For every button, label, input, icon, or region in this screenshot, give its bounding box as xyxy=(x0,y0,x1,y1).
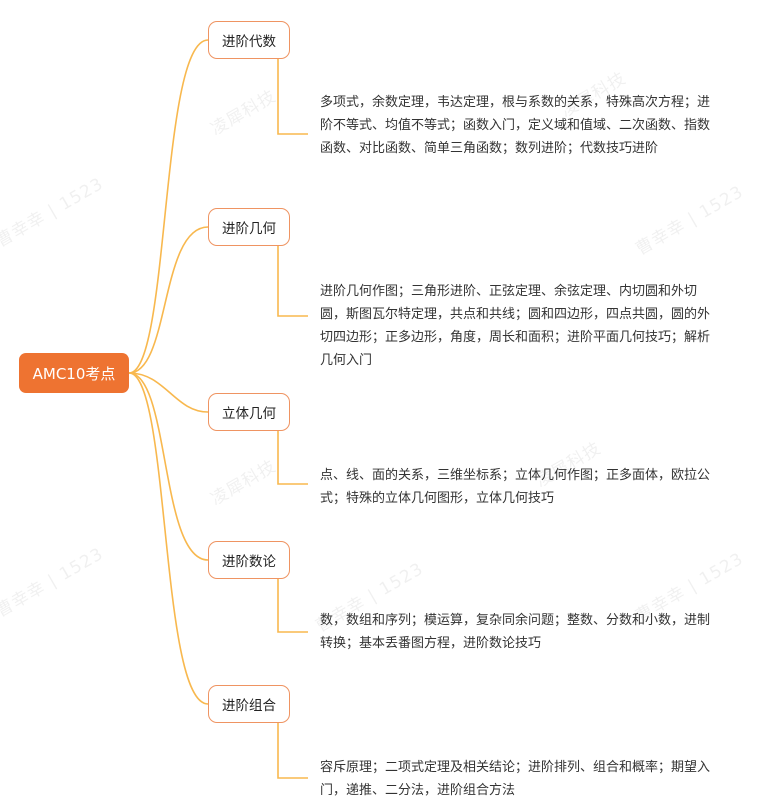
branch-node-geometry[interactable]: 进阶几何 xyxy=(208,208,290,246)
branch-label: 立体几何 xyxy=(222,406,276,422)
watermark-company: 凌犀科技 xyxy=(207,86,280,140)
connector-geometry-detail xyxy=(277,246,308,317)
connector-number-detail xyxy=(277,579,308,633)
branch-node-solid-geometry[interactable]: 立体几何 xyxy=(208,393,290,431)
branch-label: 进阶组合 xyxy=(222,698,276,714)
branch-label: 进阶代数 xyxy=(222,34,276,50)
connector-combinatorics-detail xyxy=(277,723,308,779)
watermark-user: 曹幸幸 | 1523 xyxy=(632,181,748,260)
branch-node-combinatorics[interactable]: 进阶组合 xyxy=(208,685,290,723)
connector-root-solid xyxy=(128,372,209,413)
detail-node-solid-geometry[interactable]: 点、线、面的关系，三维坐标系；立体几何作图；正多面体，欧拉公式；特殊的立体几何图… xyxy=(320,468,711,506)
connector-root-combinatorics xyxy=(128,372,209,705)
branch-label: 进阶数论 xyxy=(222,554,276,570)
branch-label: 进阶几何 xyxy=(222,221,276,237)
watermark-user: 曹幸幸 | 1523 xyxy=(0,543,108,622)
detail-node-geometry[interactable]: 进阶几何作图；三角形进阶、正弦定理、余弦定理、内切圆和外切圆，斯图瓦尔特定理，共… xyxy=(320,284,711,368)
connector-root-geometry xyxy=(128,226,209,374)
root-node-label: AMC10考点 xyxy=(32,364,116,383)
detail-node-combinatorics[interactable]: 容斥原理；二项式定理及相关结论；进阶排列、组合和概率；期望入门，递推、二分法，进… xyxy=(320,760,711,798)
connector-algebra-detail xyxy=(277,59,308,135)
branch-node-algebra[interactable]: 进阶代数 xyxy=(208,21,290,59)
root-node[interactable]: AMC10考点 xyxy=(19,353,129,393)
connector-root-algebra xyxy=(128,39,209,374)
detail-node-algebra[interactable]: 多项式，余数定理，韦达定理，根与系数的关系，特殊高次方程；进阶不等式、均值不等式… xyxy=(320,95,711,156)
connector-solid-detail xyxy=(277,431,308,485)
detail-node-number-theory[interactable]: 数，数组和序列；模运算，复杂同余问题；整数、分数和小数，进制转换；基本丢番图方程… xyxy=(320,613,711,651)
watermark-user: 曹幸幸 | 1523 xyxy=(0,173,108,252)
branch-node-number-theory[interactable]: 进阶数论 xyxy=(208,541,290,579)
connector-root-number xyxy=(128,372,209,561)
watermark-company: 凌犀科技 xyxy=(207,456,280,510)
